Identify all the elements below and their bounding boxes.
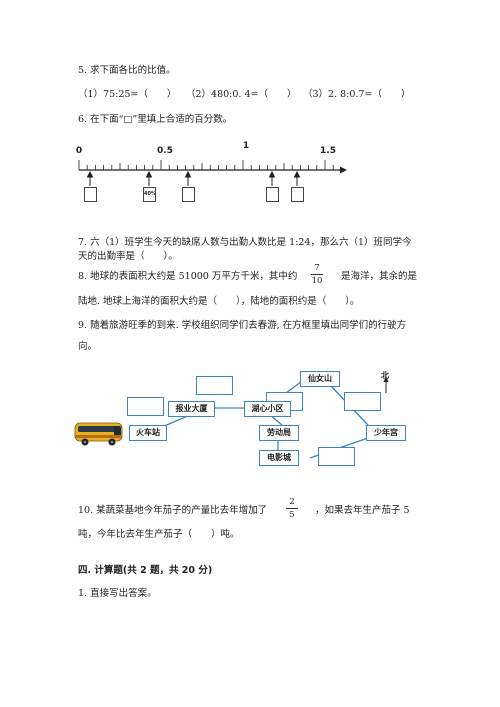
nl-label-0-5: 0.5 bbox=[157, 146, 173, 156]
place-dianyingcheng: 电影城 bbox=[259, 450, 299, 466]
q9-line2: 向。 bbox=[78, 341, 98, 352]
direction-box-4[interactable] bbox=[344, 392, 381, 411]
q9-line1: 9. 随着旅游旺季的到来. 学校组织同学们去春游, 在方框里填出同学们的行驶方 bbox=[78, 320, 407, 331]
nl-label-0: 0 bbox=[75, 146, 83, 156]
direction-box-1[interactable] bbox=[127, 397, 164, 416]
route-map: 仙女山 报业大厦 湖心小区 火车站 劳动局 少年宫 电影城 北 bbox=[74, 371, 406, 466]
q5-part-b: （2）480:0. 4=（ ） bbox=[186, 89, 297, 100]
place-baoye-dasha: 报业大厦 bbox=[168, 401, 215, 417]
nl-label-1: 1 bbox=[242, 141, 250, 151]
place-xiannvshan: 仙女山 bbox=[300, 371, 340, 387]
q7-line1: 7. 六（1）班学生今天的缺席人数与出勤人数比是 1:24，那么六（1）班同学今 bbox=[78, 237, 412, 248]
q10-fraction: 2 5 bbox=[286, 497, 298, 520]
q5-part-a: （1）75:25=（ ） bbox=[78, 89, 177, 100]
q8-line2: 陆地. 地球上海洋的面积大约是（ ），陆地的面积约是（ ）。 bbox=[78, 296, 360, 307]
answer-box-5[interactable] bbox=[291, 187, 304, 202]
bus-icon bbox=[74, 422, 123, 446]
direction-box-2[interactable] bbox=[196, 376, 233, 395]
q10-frac-num: 2 bbox=[289, 497, 295, 507]
q10-line1a: 10. 某蔬菜基地今年茄子的产量比去年增加了 bbox=[78, 505, 268, 516]
answer-box-4[interactable] bbox=[266, 187, 279, 202]
place-shaoniangong: 少年宫 bbox=[366, 425, 406, 441]
q10-frac-den: 5 bbox=[289, 510, 295, 520]
place-huxin-xiaoqu: 湖心小区 bbox=[244, 401, 291, 417]
q8-line1a: 8. 地球的表面积大约是 51000 万平方千米，其中约 bbox=[78, 271, 298, 282]
answer-box-1[interactable] bbox=[84, 187, 97, 202]
place-laodongju: 劳动局 bbox=[259, 425, 299, 441]
q8-frac-den: 10 bbox=[311, 276, 323, 286]
north-label: 北 bbox=[381, 371, 389, 380]
section4-q1: 1. 直接写出答案。 bbox=[78, 588, 157, 599]
q6-title: 6. 在下面“□”里填上合适的百分数。 bbox=[78, 114, 233, 125]
q10-line2: 吨，今年比去年生产茄子（ ）吨。 bbox=[78, 529, 240, 540]
q8-frac-num: 7 bbox=[314, 263, 320, 273]
answer-box-2-hint: 40% bbox=[143, 187, 156, 202]
nl-label-1-5: 1.5 bbox=[320, 146, 336, 156]
number-line-svg bbox=[78, 160, 347, 186]
q5-title: 5. 求下面各比的比值。 bbox=[78, 65, 176, 76]
q8-fraction: 7 10 bbox=[311, 263, 323, 286]
q7-line2: 天的出勤率是（ ）。 bbox=[78, 251, 178, 262]
q8-line1b: 是海洋，其余的是 bbox=[341, 271, 418, 282]
section4-title: 四. 计算题(共 2 题，共 20 分) bbox=[78, 565, 213, 576]
q5-part-c: （3）2. 8:0.7=（ ） bbox=[303, 89, 411, 100]
place-huochezhan: 火车站 bbox=[129, 425, 167, 441]
q10-line1b: ，如果去年生产茄子 5 bbox=[315, 505, 410, 516]
number-line: 0 0.5 1 1.5 40% bbox=[0, 0, 500, 210]
answer-box-3[interactable] bbox=[182, 187, 195, 202]
direction-box-5[interactable] bbox=[318, 447, 355, 466]
